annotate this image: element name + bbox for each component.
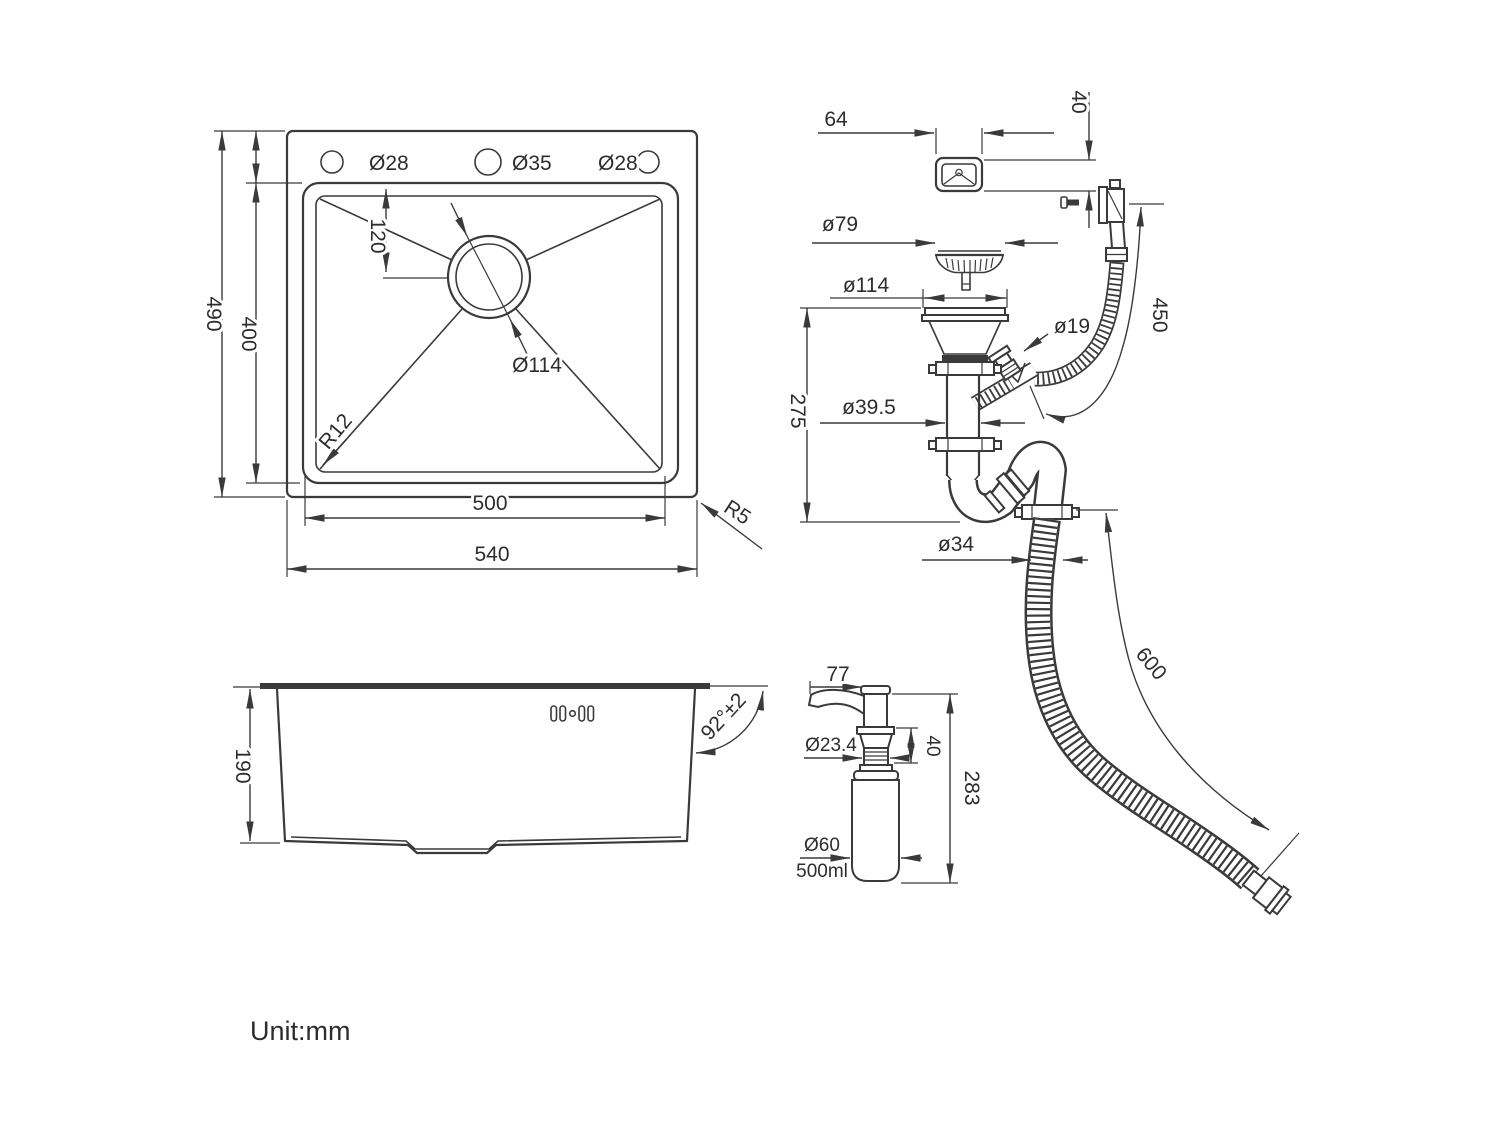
dim-overflow-cover-width: 64 (818, 105, 1054, 154)
dim-basket-diameter: ø79 (812, 210, 1058, 247)
bowl-bottom-outer (283, 839, 689, 855)
dim-inner-width: 500 (304, 476, 666, 526)
dim-label-bowl-depth: 190 (231, 748, 254, 783)
sink-side-view: 190 92°±2 (228, 683, 768, 855)
bowl-bottom-inner (290, 836, 682, 850)
cover-screw (1060, 196, 1079, 209)
dim-label-assembly-height: 275 (786, 393, 809, 428)
dim-bowl-depth: 190 (228, 686, 280, 844)
dim-label-thread-diameter: Ø23.4 (805, 735, 857, 756)
dim-label-drain-hose-length: 600 (1131, 643, 1171, 685)
outlet-flange-nut (1014, 504, 1080, 520)
dispenser-thread-collar (863, 747, 889, 766)
dim-label-overflow-hose-length: 450 (1148, 297, 1171, 332)
dim-label-wall-angle: 92°±2 (696, 689, 750, 745)
drain-flange (921, 307, 1009, 362)
soap-dispenser-view: 77 Ø23.4 40 283 Ø60 500ml (793, 660, 986, 885)
unit-label: Unit:mm (250, 1016, 351, 1046)
overflow-top-connector (1098, 179, 1128, 262)
dispenser-neck-ring (853, 770, 899, 781)
dim-overall-width: 540 (286, 500, 698, 577)
dim-label-bottle-capacity: 500ml (796, 861, 848, 882)
dim-overflow-hose-length: 450 (1029, 203, 1174, 424)
basin-top-edge (301, 181, 680, 485)
dim-wall-angle: 92°±2 (693, 686, 764, 756)
sink-top-view: Ø114 Ø28 Ø35 Ø28 R12 R5 490 400 (199, 129, 763, 577)
dim-tailpipe-diameter: ø39.5 (820, 393, 1025, 427)
dim-label-tailpipe-diameter: ø39.5 (842, 396, 896, 419)
dispenser-pump-cap (860, 685, 891, 695)
dispenser-pump-column (863, 693, 888, 728)
dim-label-overall-width: 540 (474, 543, 509, 566)
dim-label-overflow-hose-diameter: ø19 (1054, 315, 1090, 338)
dim-label-hole-left: Ø28 (369, 152, 409, 175)
trap-union-valve (983, 468, 1031, 514)
dim-label-inner-corner-radius: R12 (314, 410, 356, 454)
dispenser-spout (807, 688, 865, 716)
dim-label-flange-diameter: ø114 (843, 274, 890, 297)
dim-overall-depth: 490 (199, 130, 285, 498)
basin-bottom-edge (315, 195, 663, 473)
dim-label-overflow-cover-height: 40 (1067, 90, 1090, 113)
dim-label-drain-diameter: Ø114 (512, 354, 562, 377)
dim-inner-corner-radius: R12 (311, 407, 360, 466)
drain-opening-outer (446, 234, 532, 320)
dim-label-thread-height: 40 (922, 735, 943, 756)
dim-bottle-diameter: Ø60 500ml (793, 832, 922, 885)
dim-drain-diameter: Ø114 (450, 202, 565, 380)
sink-rim-section (260, 683, 710, 689)
dim-label-inner-depth: 400 (237, 316, 260, 351)
bowl-left-wall (275, 687, 287, 843)
dim-spout-length: 77 (809, 660, 862, 694)
drain-kit-view: 64 40 (783, 87, 1300, 916)
dispenser-shoulder (856, 726, 895, 735)
coupling-nut-middle (928, 437, 1002, 452)
dim-label-drain-hose-diameter: ø34 (938, 533, 975, 556)
faucet-hole-left (320, 150, 344, 174)
dim-assembly-height: 275 (783, 307, 960, 523)
dim-overflow-cover-height: 40 (984, 87, 1096, 228)
dim-inner-depth: 400 (234, 131, 302, 484)
dim-overflow-hose-diameter: ø19 (1023, 312, 1093, 352)
dim-thread-diameter: Ø23.4 (802, 732, 910, 762)
sink-outer-edge (285, 129, 699, 499)
dim-outer-corner-radius: R5 (700, 493, 763, 550)
dim-label-inner-width: 500 (472, 492, 507, 515)
strainer-basket (934, 250, 1005, 291)
dim-label-spout-length: 77 (826, 663, 849, 686)
dim-label-total-height: 283 (960, 770, 983, 805)
dim-drain-offset: 120 (363, 189, 449, 279)
faucet-hole-right (636, 150, 660, 174)
dim-label-bottle-diameter: Ø60 (804, 835, 840, 856)
dim-label-overflow-cover-width: 64 (824, 108, 848, 131)
overflow-slots (550, 705, 595, 722)
drain-hose-end-fitting (1241, 869, 1293, 916)
overflow-cover (934, 156, 984, 193)
faucet-hole-center (474, 148, 502, 176)
drain-opening-inner (455, 243, 523, 311)
bowl-right-wall (685, 687, 697, 843)
dim-label-drain-offset: 120 (366, 218, 389, 253)
dim-label-outer-corner-radius: R5 (720, 496, 755, 530)
soap-dispenser-bottle (851, 779, 900, 882)
coupling-nut-top (928, 361, 1002, 376)
dim-total-height: 283 (892, 693, 986, 884)
dim-drain-hose-diameter: ø34 (922, 530, 1088, 564)
dim-flange-diameter: ø114 (830, 271, 1008, 308)
dim-label-basket-diameter: ø79 (822, 213, 858, 236)
dim-thread-height: 40 (894, 727, 946, 764)
dim-label-hole-right: Ø28 (598, 152, 638, 175)
dim-label-overall-depth: 490 (202, 296, 225, 331)
basket-slots (945, 257, 994, 273)
dim-label-hole-center: Ø35 (512, 152, 552, 175)
